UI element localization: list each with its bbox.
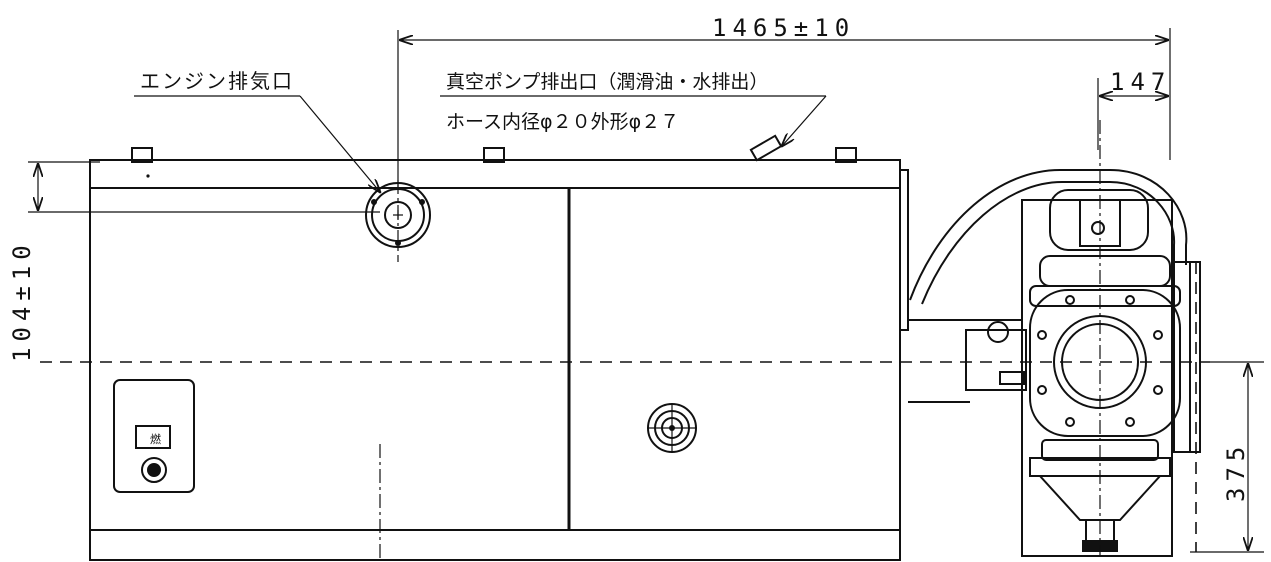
- callout-vacuum-pump-outlet-label: 真空ポンプ排出口（潤滑油・水排出）: [446, 71, 768, 93]
- dimension-right-offset-label: 147: [1110, 68, 1171, 96]
- engine-enclosure: [89, 134, 901, 561]
- callout-engine-exhaust-label: エンジン排気口: [140, 69, 294, 93]
- vacuum-pump-assembly: [899, 169, 1201, 557]
- dimension-overall-length: 1465±10: [397, 14, 1171, 190]
- fuel-panel: 燃: [113, 379, 195, 493]
- dimension-overall-length-label: 1465±10: [712, 14, 855, 42]
- callout-engine-exhaust: エンジン排気口: [134, 69, 380, 192]
- fuel-cap-icon: [141, 457, 167, 483]
- dimension-exhaust-offset: 104±10: [8, 161, 380, 362]
- vacuum-pump-outlet-pipe: [749, 134, 783, 162]
- callout-hose-spec-label: ホース内径φ２０外形φ２７: [446, 111, 679, 133]
- center-lines: [40, 120, 1210, 562]
- dimension-right-offset: 147: [1097, 68, 1171, 150]
- dimension-height-right: 375: [1190, 361, 1264, 553]
- callout-vacuum-pump-outlet: 真空ポンプ排出口（潤滑油・水排出） ホース内径φ２０外形φ２７: [440, 71, 827, 146]
- fuel-panel-label: 燃: [150, 432, 161, 446]
- dimension-height-right-label: 375: [1222, 441, 1250, 502]
- vent-grille: [647, 403, 697, 453]
- dimension-exhaust-offset-label: 104±10: [8, 239, 36, 362]
